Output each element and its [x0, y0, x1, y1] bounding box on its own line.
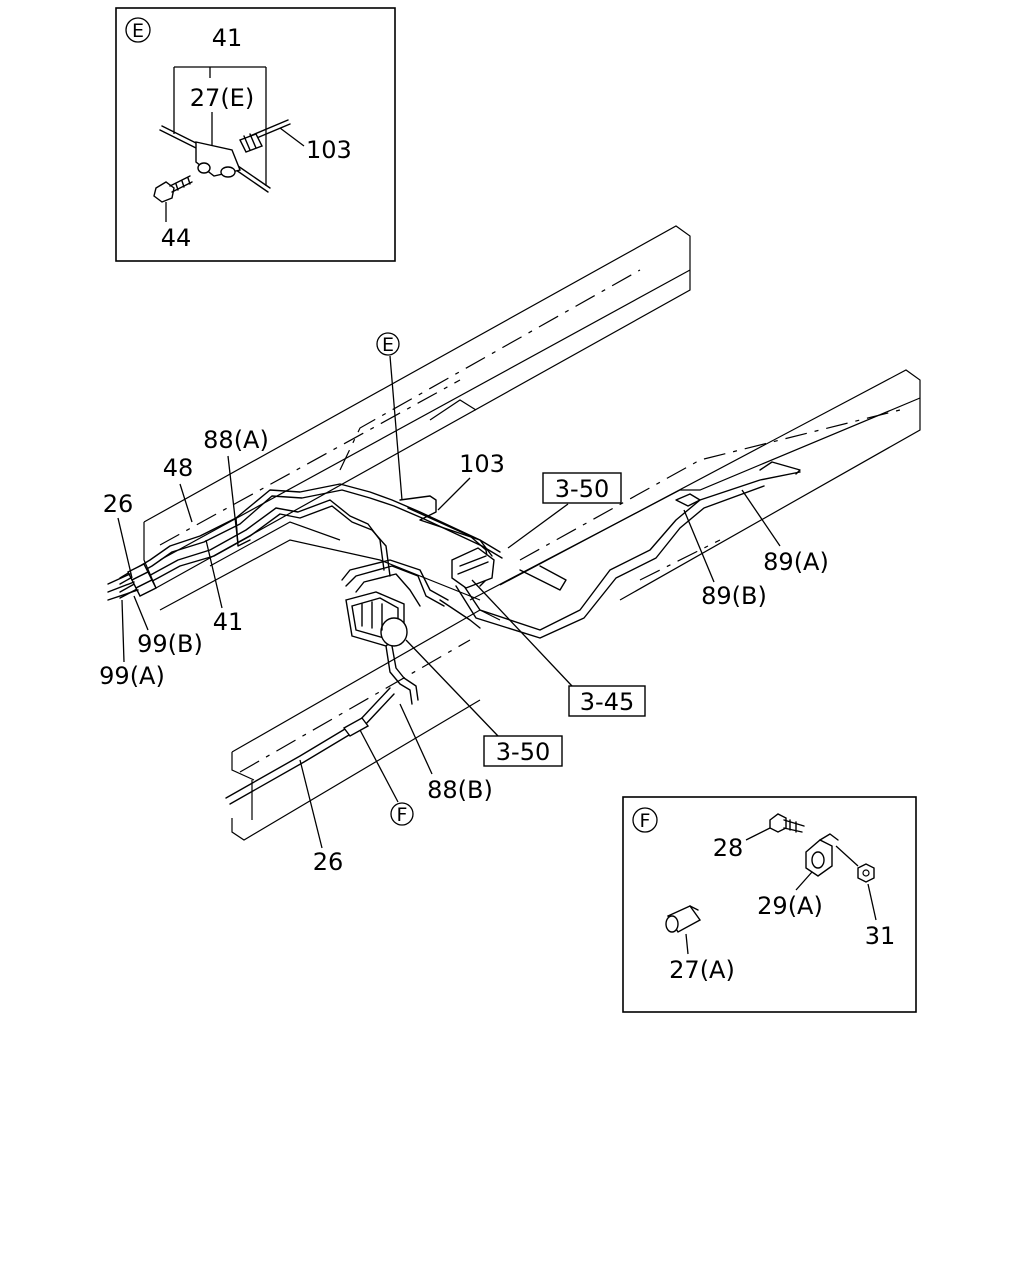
sleeve-27a-icon	[665, 905, 702, 933]
clip-f-icon	[342, 717, 370, 737]
inset-e-marker: E	[125, 17, 151, 43]
inset-e-frame	[115, 7, 396, 262]
svg-text:E: E	[382, 334, 394, 356]
label-44: 44	[161, 224, 192, 252]
label-41: 41	[212, 24, 243, 52]
svg-text:3-45: 3-45	[580, 688, 634, 716]
label-31: 31	[865, 922, 896, 950]
label-89a: 89(A)	[763, 548, 829, 576]
label-48: 48	[163, 454, 194, 482]
label-88a: 88(A)	[203, 426, 269, 454]
ref-3-50-bottom: 3-50	[483, 735, 563, 767]
label-103-main: 103	[459, 450, 505, 478]
inset-e: E 41 27(E) 44 103	[115, 7, 396, 262]
inset-f-frame	[622, 796, 917, 1013]
bolt-28-icon	[769, 813, 805, 833]
svg-text:F: F	[640, 810, 651, 832]
label-99b: 99(B)	[137, 630, 203, 658]
label-41-main: 41	[213, 608, 244, 636]
marker-e-main: E	[376, 332, 400, 356]
label-27e: 27(E)	[190, 84, 254, 112]
label-88b: 88(B)	[427, 776, 493, 804]
label-27a: 27(A)	[669, 956, 735, 984]
ref-3-45: 3-45	[568, 685, 646, 717]
svg-text:3-50: 3-50	[496, 738, 550, 766]
nut-31-icon	[857, 863, 875, 883]
label-89b: 89(B)	[701, 582, 767, 610]
label-26-bottom: 26	[313, 848, 344, 876]
valve-3-45-icon	[451, 547, 495, 589]
label-28: 28	[713, 834, 744, 862]
ref-3-50-top: 3-50	[542, 472, 622, 504]
brake-pipes	[107, 461, 801, 805]
clip-29a-icon	[805, 833, 839, 877]
chassis-frame	[143, 225, 921, 841]
label-29a: 29(A)	[757, 892, 823, 920]
inset-e-pipes	[159, 119, 291, 193]
svg-text:E: E	[132, 20, 144, 42]
svg-text:F: F	[397, 804, 408, 826]
inset-f: F 28 29(A) 31 27(A)	[622, 796, 917, 1013]
abs-module-icon	[345, 591, 408, 647]
label-99a: 99(A)	[99, 662, 165, 690]
inset-f-marker: F	[632, 807, 658, 833]
label-103-inset: 103	[306, 136, 352, 164]
marker-f-main: F	[390, 802, 414, 826]
label-26-top: 26	[103, 490, 134, 518]
svg-text:3-50: 3-50	[555, 475, 609, 503]
bolt-44-icon	[153, 175, 193, 203]
